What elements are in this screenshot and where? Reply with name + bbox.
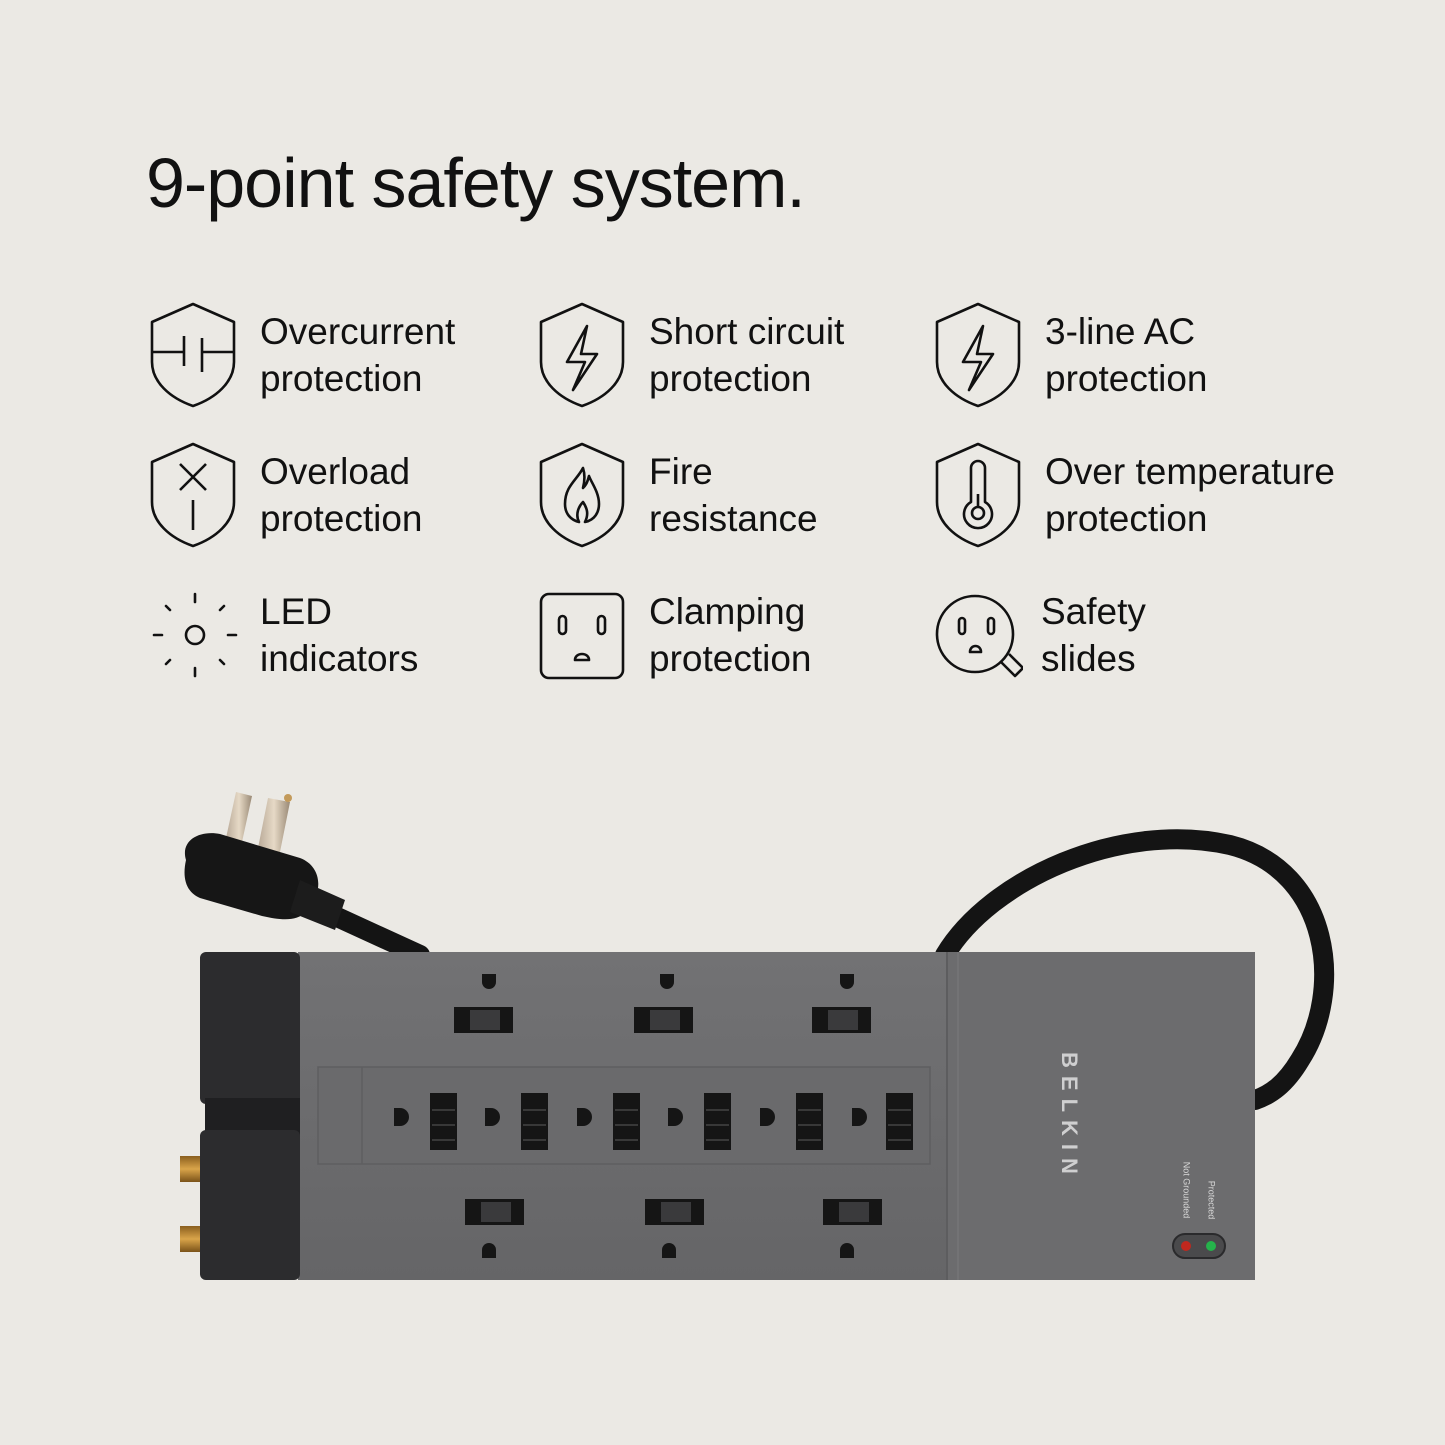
feature-label-line1: Overload — [260, 451, 411, 492]
led-light-icon — [148, 580, 238, 690]
feature-label-line2: protection — [1045, 358, 1208, 399]
feature-label-line1: LED — [260, 591, 332, 632]
feature-label-line2: protection — [260, 498, 423, 539]
feature-fire-resistance: Fire resistance — [537, 440, 818, 550]
feature-label-line2: protection — [1045, 498, 1208, 539]
shield-lightning-icon — [537, 300, 627, 410]
shield-flame-icon — [537, 440, 627, 550]
product-image-power-strip: BELKIN Not Grounded Protected — [0, 760, 1445, 1320]
page-title: 9-point safety system. — [146, 144, 806, 222]
outlet-icon — [537, 580, 627, 690]
feature-label-line1: Overcurrent — [260, 311, 456, 352]
brand-logo: BELKIN — [1057, 1052, 1082, 1182]
shield-thermometer-icon — [933, 440, 1023, 550]
feature-label-line1: Over temperature — [1045, 451, 1335, 492]
indicator-label-protected: Protected — [1207, 1181, 1217, 1220]
feature-safety-slides: Safety slides — [933, 580, 1146, 690]
led-not-grounded — [1181, 1241, 1191, 1251]
feature-label-line1: Fire — [649, 451, 713, 492]
plug-prongs — [226, 792, 292, 852]
feature-short-circuit: Short circuit protection — [537, 300, 844, 410]
feature-label-line1: Short circuit — [649, 311, 845, 352]
feature-overload: Overload protection — [148, 440, 423, 550]
feature-label-line2: protection — [649, 358, 812, 399]
feature-clamping: Clamping protection — [537, 580, 812, 690]
shield-switch-icon — [148, 440, 238, 550]
shield-capacitor-icon — [148, 300, 238, 410]
feature-label-line2: protection — [649, 638, 812, 679]
feature-label-line1: Clamping — [649, 591, 806, 632]
feature-overcurrent: Overcurrent protection — [148, 300, 455, 410]
feature-label-line1: Safety — [1041, 591, 1146, 632]
feature-label-line2: indicators — [260, 638, 419, 679]
feature-over-temperature: Over temperature protection — [933, 440, 1335, 550]
shield-lightning-icon — [933, 300, 1023, 410]
indicator-label-not-grounded: Not Grounded — [1182, 1162, 1192, 1219]
feature-label-line2: protection — [260, 358, 423, 399]
feature-label-line2: resistance — [649, 498, 818, 539]
feature-label-line2: slides — [1041, 638, 1136, 679]
feature-label-line1: 3-line AC — [1045, 311, 1196, 352]
feature-3-line-ac: 3-line AC protection — [933, 300, 1208, 410]
led-protected — [1206, 1241, 1216, 1251]
outlet-magnifier-icon — [933, 580, 1025, 690]
feature-led-indicators: LED indicators — [148, 580, 418, 690]
